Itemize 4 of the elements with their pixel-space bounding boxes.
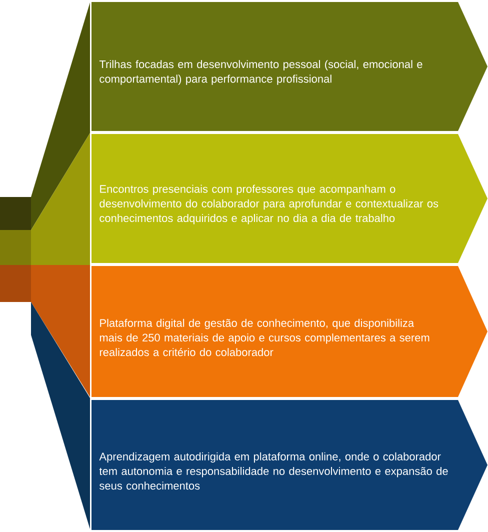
chevron-band: Plataforma digital de gestão de conhecimento, que disponibiliza mais de 250 materiais de apoio e cursos complementares a serem realizados a critério do colaborador: [92, 266, 488, 397]
chevron-band: Aprendizagem autodirigida em plataforma online, onde o colaborador tem autonomia e responsabilidade no desenvolvimento e expansão de seus conhecimentos: [92, 400, 488, 530]
chevron-band: Trilhas focadas em desenvolvimento pessoal (social, emocional e comportamental) para performance profissional: [92, 2, 488, 131]
chevron-band: Encontros presenciais com professores que acompanham o desenvolvimento do colaborador para aprofundar e contextualizar os conhecimentos adquiridos e aplicar no dia a dia de trabalho: [92, 134, 488, 263]
